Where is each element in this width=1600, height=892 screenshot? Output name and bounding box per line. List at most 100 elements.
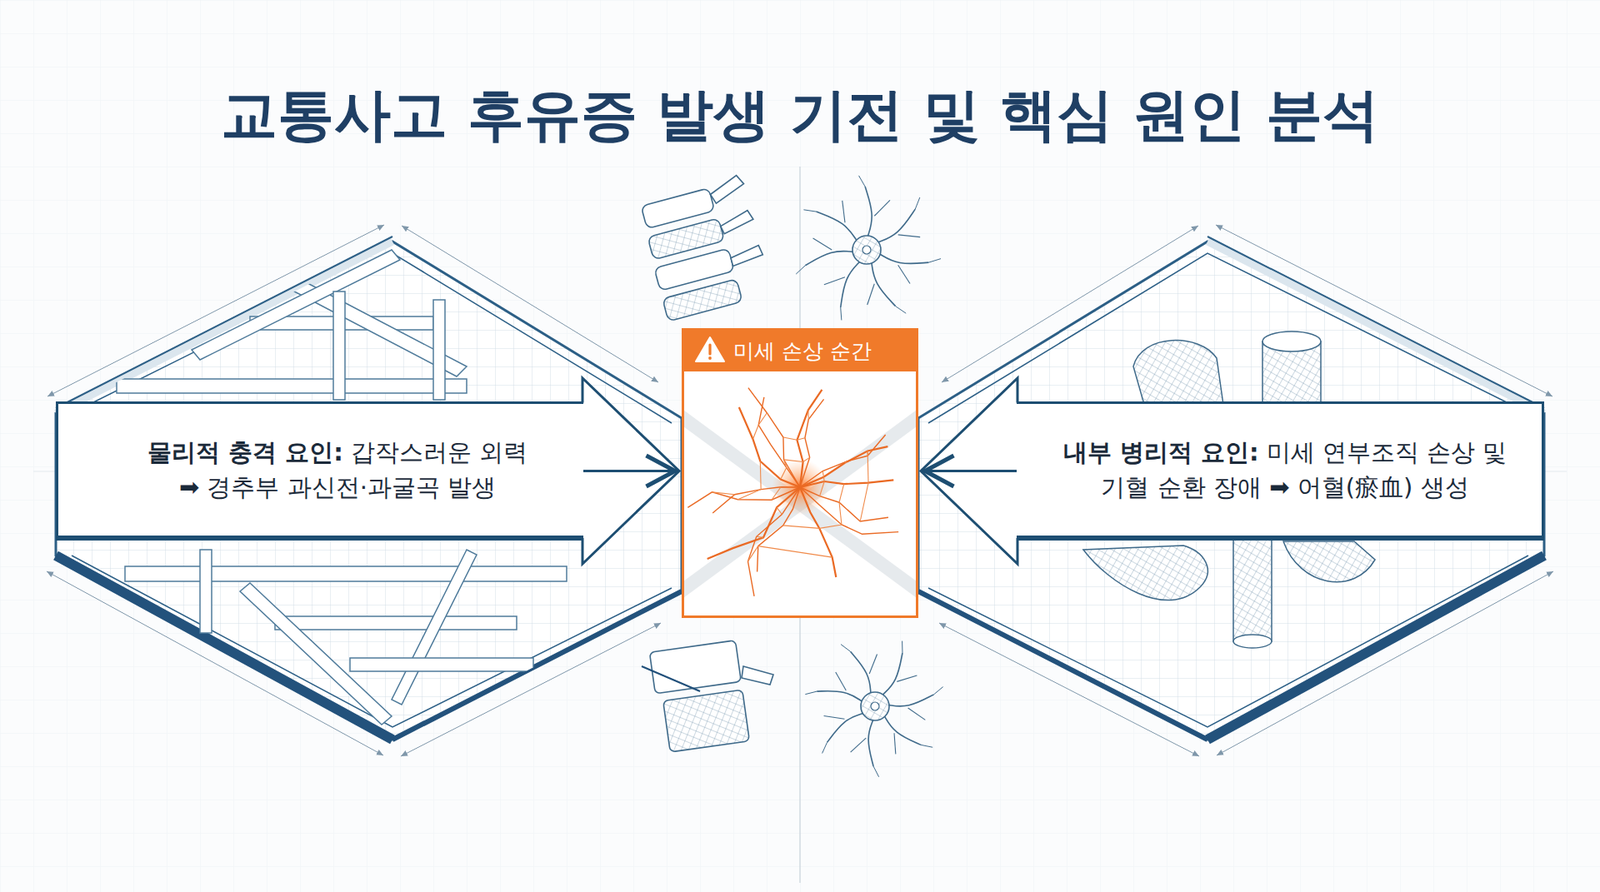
arrow-band: 물리적 충격 요인:갑작스러운 외력 ➡ 경추부 과신전·과굴곡 발생 — [55, 401, 584, 541]
spine-sketch — [636, 174, 774, 322]
beam-structure — [116, 379, 467, 394]
neuron-sketch — [862, 245, 871, 255]
neuron-sketch — [835, 672, 847, 691]
crack-line — [822, 471, 824, 478]
neuron-sketch — [882, 653, 903, 696]
arrow-head-shape — [582, 378, 680, 565]
connector-arrow — [925, 470, 1017, 473]
crack-line — [771, 487, 781, 500]
neuron-sketch — [805, 641, 943, 778]
crack-line — [796, 438, 805, 440]
crack-line — [839, 484, 845, 503]
neuron-sketch — [901, 641, 903, 654]
tissue-sketch — [1283, 541, 1375, 583]
neuron-sketch — [920, 745, 933, 748]
crack-line — [800, 487, 899, 535]
crack-line — [860, 483, 869, 522]
vertebra-sketch — [649, 640, 741, 695]
crack-line — [796, 390, 822, 488]
panel-frame — [918, 225, 1554, 757]
crack-line — [800, 446, 888, 488]
crack-line — [760, 461, 762, 490]
alert-box-art — [681, 328, 919, 372]
crack-line — [739, 407, 800, 488]
alert-box-art — [681, 328, 919, 619]
beam-structure — [240, 583, 392, 725]
neuron-sketch — [816, 691, 863, 703]
alert-title: 미세 손상 순간 — [684, 330, 916, 372]
crack-line — [707, 487, 800, 560]
crack-line — [780, 467, 787, 480]
crack-line — [687, 487, 800, 508]
neuron-sketch — [874, 200, 890, 216]
vertebra-sketch — [663, 690, 750, 753]
tissue-sketch — [1233, 635, 1272, 649]
spine-sketch — [662, 279, 743, 322]
spine-sketch — [729, 245, 764, 266]
crack-line — [800, 487, 836, 578]
neuron-sketch — [815, 211, 857, 241]
crack-line — [737, 490, 761, 500]
beam-structure — [125, 566, 567, 582]
neuron-sketch — [871, 262, 896, 307]
neuron-sketch — [898, 265, 910, 284]
crack-line — [820, 481, 825, 497]
neuron-sketch — [805, 691, 817, 695]
alert-box: 미세 손상 순간 — [681, 328, 919, 619]
crack-line — [823, 477, 825, 482]
beam-structure — [333, 291, 345, 400]
beam-structure — [200, 550, 212, 634]
crack-line — [758, 546, 833, 559]
alert-box-art — [708, 345, 711, 355]
band-heading: 물리적 충격 요인: — [147, 438, 344, 467]
vertebra-sketch — [641, 666, 700, 692]
neuron-sketch — [824, 715, 845, 720]
arrow-head-shape — [920, 378, 1018, 565]
neuron-sketch — [894, 733, 896, 755]
neuron-sketch — [860, 692, 890, 721]
neuron-sketch — [822, 742, 828, 754]
beam-structure — [391, 550, 477, 705]
crack-line — [784, 460, 804, 463]
crack-line — [803, 457, 810, 462]
arrow-band: 내부 병리적 요인:미세 연부조직 손상 및 기혈 순환 장애 ➡ 어혈(瘀血)… — [1016, 401, 1545, 541]
neuron-sketch — [895, 306, 907, 315]
panel-frame — [46, 225, 682, 757]
neuron-sketch — [915, 197, 920, 210]
crack-line — [783, 437, 798, 440]
beam-structure — [191, 250, 400, 360]
neuron-sketch — [842, 200, 845, 223]
crack-line — [712, 487, 800, 514]
title: 교통사고 후유증 발생 기전 및 핵심 원인 분석 — [0, 80, 1600, 150]
crack-line — [747, 487, 800, 597]
beam-structure — [275, 616, 517, 630]
neuron-sketch — [888, 695, 935, 707]
crack-line — [758, 413, 767, 426]
connector-arrow — [583, 470, 675, 473]
neuron-sketch — [908, 708, 926, 720]
alert-box-art — [687, 388, 899, 597]
spine-sketch — [707, 174, 747, 205]
neuron-sketch — [868, 720, 874, 767]
alert-box-art — [658, 328, 942, 619]
vertebra-sketch — [741, 666, 774, 685]
crack-line — [819, 525, 842, 529]
vertebra-sketch — [641, 640, 774, 753]
neuron-sketch — [934, 687, 944, 695]
tissue-sketch — [1233, 533, 1272, 642]
text-block: 물리적 충격 요인:갑작스러운 외력 ➡ 경추부 과신전·과굴곡 발생 — [144, 435, 532, 505]
neuron-sketch — [852, 235, 881, 265]
beam-structure — [433, 300, 445, 400]
neuron-sketch — [795, 175, 941, 321]
band-heading: 내부 병리적 요인: — [1063, 438, 1260, 467]
crack-line — [845, 461, 848, 464]
neuron-sketch — [803, 210, 816, 212]
neuron-sketch — [877, 209, 915, 243]
neuron-sketch — [879, 254, 929, 265]
crack-line — [800, 435, 886, 488]
panel-frame — [55, 241, 682, 740]
crack-line — [867, 450, 870, 483]
tissue-sketch — [1083, 545, 1208, 601]
neuron-sketch — [840, 307, 842, 320]
